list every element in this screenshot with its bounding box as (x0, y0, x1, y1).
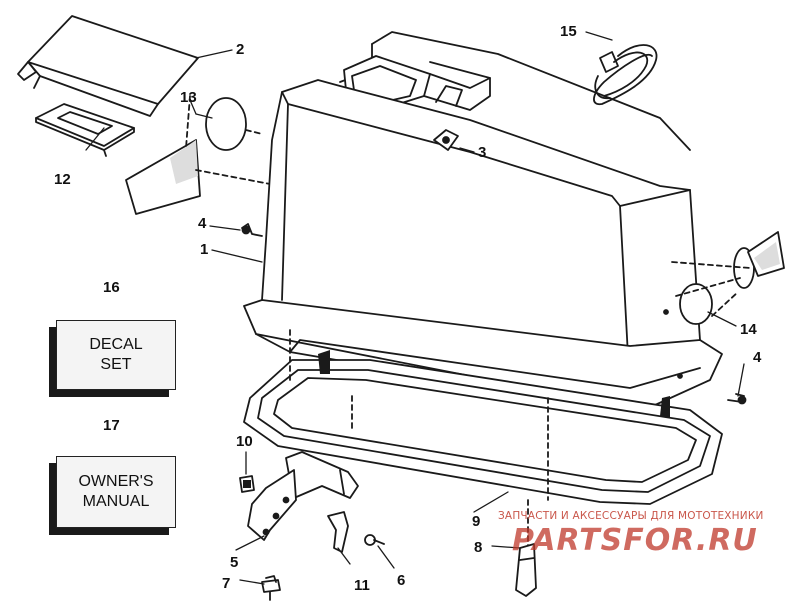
callout-16: 16 (103, 279, 120, 296)
motor-cover-part (243, 31, 723, 411)
latch-part (515, 543, 537, 597)
callout-14: 14 (740, 321, 757, 338)
owners-manual-label: OWNER'S MANUAL (78, 473, 154, 510)
grommet-plate-part (35, 103, 135, 157)
callout-10: 10 (236, 433, 253, 450)
decal-set-label: DECAL SET (89, 336, 143, 373)
callout-5: 5 (230, 554, 239, 571)
nut-part (239, 475, 255, 493)
watermark-logo: PARTSFOR.RU (512, 523, 758, 558)
callout-12: 12 (54, 171, 71, 188)
clip-part (327, 511, 349, 553)
callout-3: 3 (478, 144, 487, 161)
fastener-part (261, 575, 281, 601)
callout-2: 2 (236, 41, 245, 58)
callout-9: 9 (472, 513, 481, 530)
callout-6: 6 (397, 572, 406, 589)
callout-1: 1 (200, 241, 209, 258)
callout-4a: 4 (198, 215, 207, 232)
callout-11: 11 (354, 577, 370, 594)
callout-17: 17 (103, 417, 120, 434)
callout-13: 13 (180, 89, 197, 106)
side-decal-part (671, 231, 785, 325)
watermark-tagline: ЗАПЧАСТИ И АКСЕССУАРЫ ДЛЯ МОТОТЕХНИКИ (498, 510, 764, 522)
cable-assembly-part (593, 44, 658, 106)
callout-7: 7 (222, 575, 231, 592)
cover-plate-part (17, 15, 199, 117)
gasket-seal-part (243, 350, 723, 505)
decal-set-box: DECAL SET (56, 320, 176, 390)
screw-part (241, 223, 747, 405)
mounting-bracket-part (247, 451, 359, 541)
callout-15: 15 (560, 23, 577, 40)
owners-manual-box: OWNER'S MANUAL (56, 456, 176, 528)
decal-disc-part (125, 95, 271, 215)
callout-4b: 4 (753, 349, 762, 366)
callout-8: 8 (474, 539, 483, 556)
bolt-part (364, 534, 385, 546)
